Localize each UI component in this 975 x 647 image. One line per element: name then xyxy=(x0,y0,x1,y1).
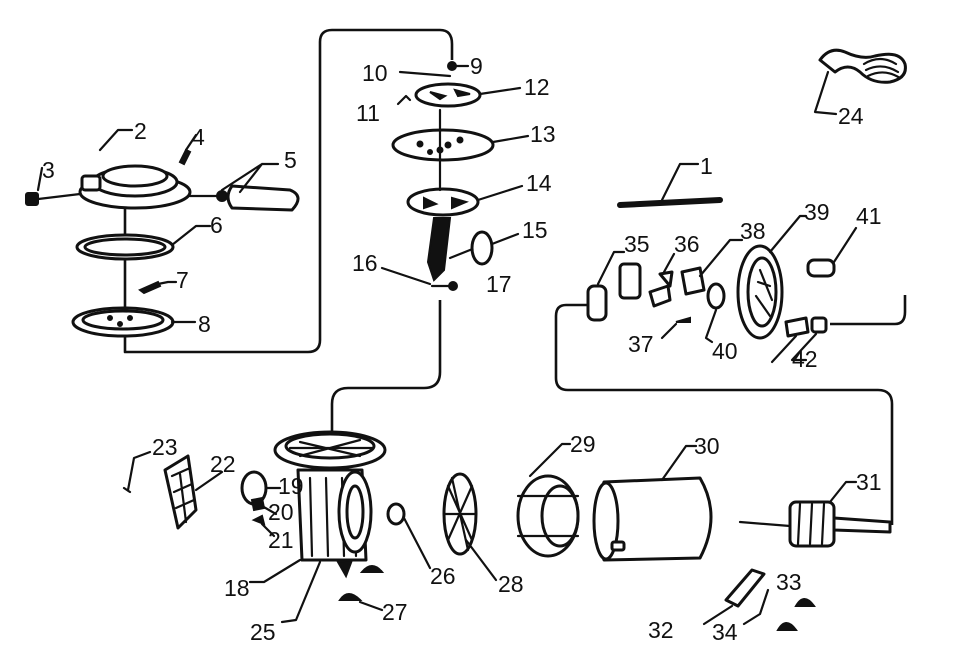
label-part-30: 30 xyxy=(694,433,720,459)
assembly-connector-lines xyxy=(123,28,907,525)
part-nut-41 xyxy=(806,226,858,278)
label-part-35: 35 xyxy=(624,231,650,257)
label-part-37: 37 xyxy=(628,331,654,357)
label-part-31: 31 xyxy=(856,469,882,495)
part-valve-disc-12 xyxy=(414,82,522,108)
label-part-32: 32 xyxy=(648,617,674,643)
part-fan-39 xyxy=(736,214,808,340)
label-part-41: 41 xyxy=(856,203,882,229)
label-part-20: 20 xyxy=(268,499,294,525)
label-part-6: 6 xyxy=(210,212,223,238)
part-nut-17 xyxy=(430,281,458,291)
label-part-11: 11 xyxy=(356,100,380,126)
part-pump-head-18 xyxy=(248,430,387,584)
label-part-36: 36 xyxy=(674,231,700,257)
label-part-13: 13 xyxy=(530,121,556,147)
part-seal-plate-29 xyxy=(516,442,580,558)
part-disc-14 xyxy=(406,184,524,217)
label-part-3: 3 xyxy=(42,157,55,183)
label-part-21: 21 xyxy=(268,527,294,553)
part-seal-26 xyxy=(386,502,432,570)
part-motor-housing-30 xyxy=(592,444,713,562)
part-cable-24 xyxy=(813,48,907,116)
label-part-29: 29 xyxy=(570,431,596,457)
label-part-23: 23 xyxy=(152,434,178,460)
label-part-9: 9 xyxy=(470,53,483,79)
part-bracket-38 xyxy=(680,238,744,296)
label-part-18: 18 xyxy=(224,575,250,601)
part-capacitor-36a xyxy=(618,262,642,300)
label-part-12: 12 xyxy=(524,74,550,100)
part-bracket-32 xyxy=(702,568,766,626)
label-part-38: 38 xyxy=(740,218,766,244)
part-clip-11 xyxy=(396,94,412,106)
part-spring-20 xyxy=(250,496,278,516)
part-rotor-31 xyxy=(738,480,892,548)
part-base-25 xyxy=(280,558,354,624)
label-part-39: 39 xyxy=(804,199,830,225)
label-part-42: 42 xyxy=(792,346,818,372)
label-part-25: 25 xyxy=(250,619,276,645)
label-part-1: 1 xyxy=(700,153,713,179)
label-part-28: 28 xyxy=(498,571,524,597)
part-impeller-15 xyxy=(448,230,520,266)
part-foot-23 xyxy=(122,450,152,494)
part-fitting-42 xyxy=(770,316,828,364)
label-part-14: 14 xyxy=(526,170,552,196)
part-filter-22 xyxy=(163,454,224,530)
part-plate-13 xyxy=(391,128,530,162)
part-diaphragm-plate-8 xyxy=(71,306,197,338)
part-gasket-strip xyxy=(617,162,723,208)
label-part-40: 40 xyxy=(712,338,738,364)
label-part-34: 34 xyxy=(712,619,738,645)
part-foot-27 xyxy=(338,565,385,612)
part-bolt-3 xyxy=(25,166,82,206)
label-part-2: 2 xyxy=(134,118,147,144)
part-number-labels: 1 2 3 4 5 6 7 8 9 10 11 12 13 14 15 16 1… xyxy=(42,53,882,645)
part-foot-33-34 xyxy=(742,588,816,631)
label-part-22: 22 xyxy=(210,451,236,477)
label-part-16: 16 xyxy=(352,250,378,276)
label-part-8: 8 xyxy=(198,311,211,337)
part-pin-9-10 xyxy=(398,61,470,78)
label-part-19: 19 xyxy=(278,473,304,499)
part-capacitor-35 xyxy=(586,250,626,322)
label-part-7: 7 xyxy=(176,267,189,293)
label-part-27: 27 xyxy=(382,599,408,625)
label-part-26: 26 xyxy=(430,563,456,589)
part-washer-40 xyxy=(704,282,726,344)
part-pin-7 xyxy=(138,280,178,295)
part-handle-5 xyxy=(188,162,300,212)
label-part-15: 15 xyxy=(522,217,548,243)
part-pin-37 xyxy=(660,316,691,340)
part-screw-4 xyxy=(178,133,198,166)
part-impeller-28 xyxy=(442,472,498,582)
label-part-17: 17 xyxy=(486,271,512,297)
label-part-33: 33 xyxy=(776,569,802,595)
part-rod-16 xyxy=(380,108,452,286)
label-part-10: 10 xyxy=(362,60,388,86)
part-pin-21 xyxy=(251,514,276,538)
part-switch-36 xyxy=(648,252,676,308)
part-o-ring-6 xyxy=(75,224,212,261)
label-part-5: 5 xyxy=(284,147,297,173)
part-pressure-switch-cover xyxy=(78,128,192,210)
label-part-24: 24 xyxy=(838,103,864,129)
label-part-4: 4 xyxy=(192,124,205,150)
